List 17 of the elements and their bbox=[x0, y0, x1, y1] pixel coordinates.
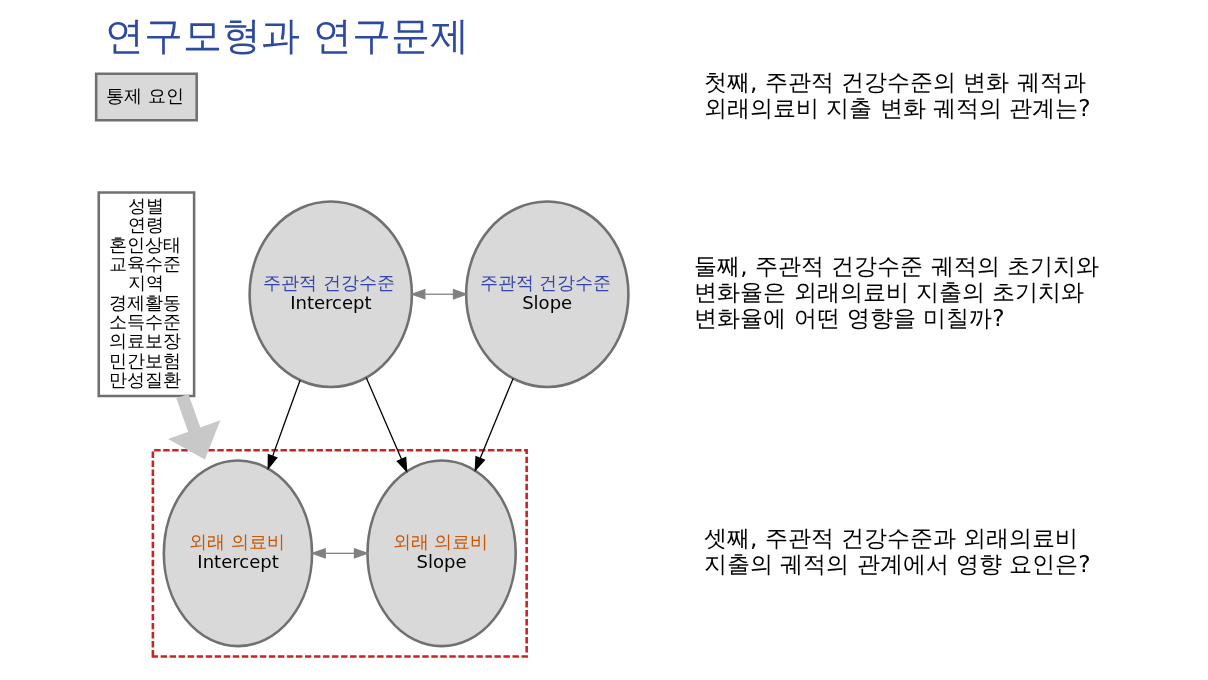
label: 첫째, 주관적 건강수준의 변화 궤적과 외래의료비 지출 변화 궤적의 관계는? bbox=[703, 67, 1091, 121]
node-ellipse: 외래 의료비 Slope bbox=[366, 459, 517, 648]
arrow bbox=[267, 379, 301, 471]
node-box: 통제 요인 bbox=[94, 72, 198, 122]
cluster bbox=[151, 448, 528, 658]
node-box: 성별 연령 혼인상태 교육수준 지역 경제활동 소득수준 의료보장 민간보험 만성질환 bbox=[97, 191, 196, 398]
arrow bbox=[474, 377, 514, 473]
arrow bbox=[168, 394, 221, 460]
label: 둘째, 주관적 건강수준 궤적의 초기치와 변화율은 외래의료비 지출의 초기치와 변화율에 어떤 영향을 미칠까? bbox=[694, 252, 1100, 331]
diagram-title: 연구모형과 연구문제 bbox=[105, 13, 469, 59]
arrow bbox=[310, 547, 370, 559]
node-ellipse: 주관적 건강수준 Slope bbox=[464, 200, 630, 389]
arrow bbox=[365, 377, 408, 473]
label: 셋째, 주관적 건강수준과 외래의료비 지출의 궤적의 관계에서 영향 요인은? bbox=[703, 524, 1091, 577]
node-ellipse: 외래 의료비 Intercept bbox=[162, 459, 314, 648]
node-ellipse: 주관적 건강수준 Intercept bbox=[248, 200, 414, 389]
arrow bbox=[410, 288, 469, 300]
